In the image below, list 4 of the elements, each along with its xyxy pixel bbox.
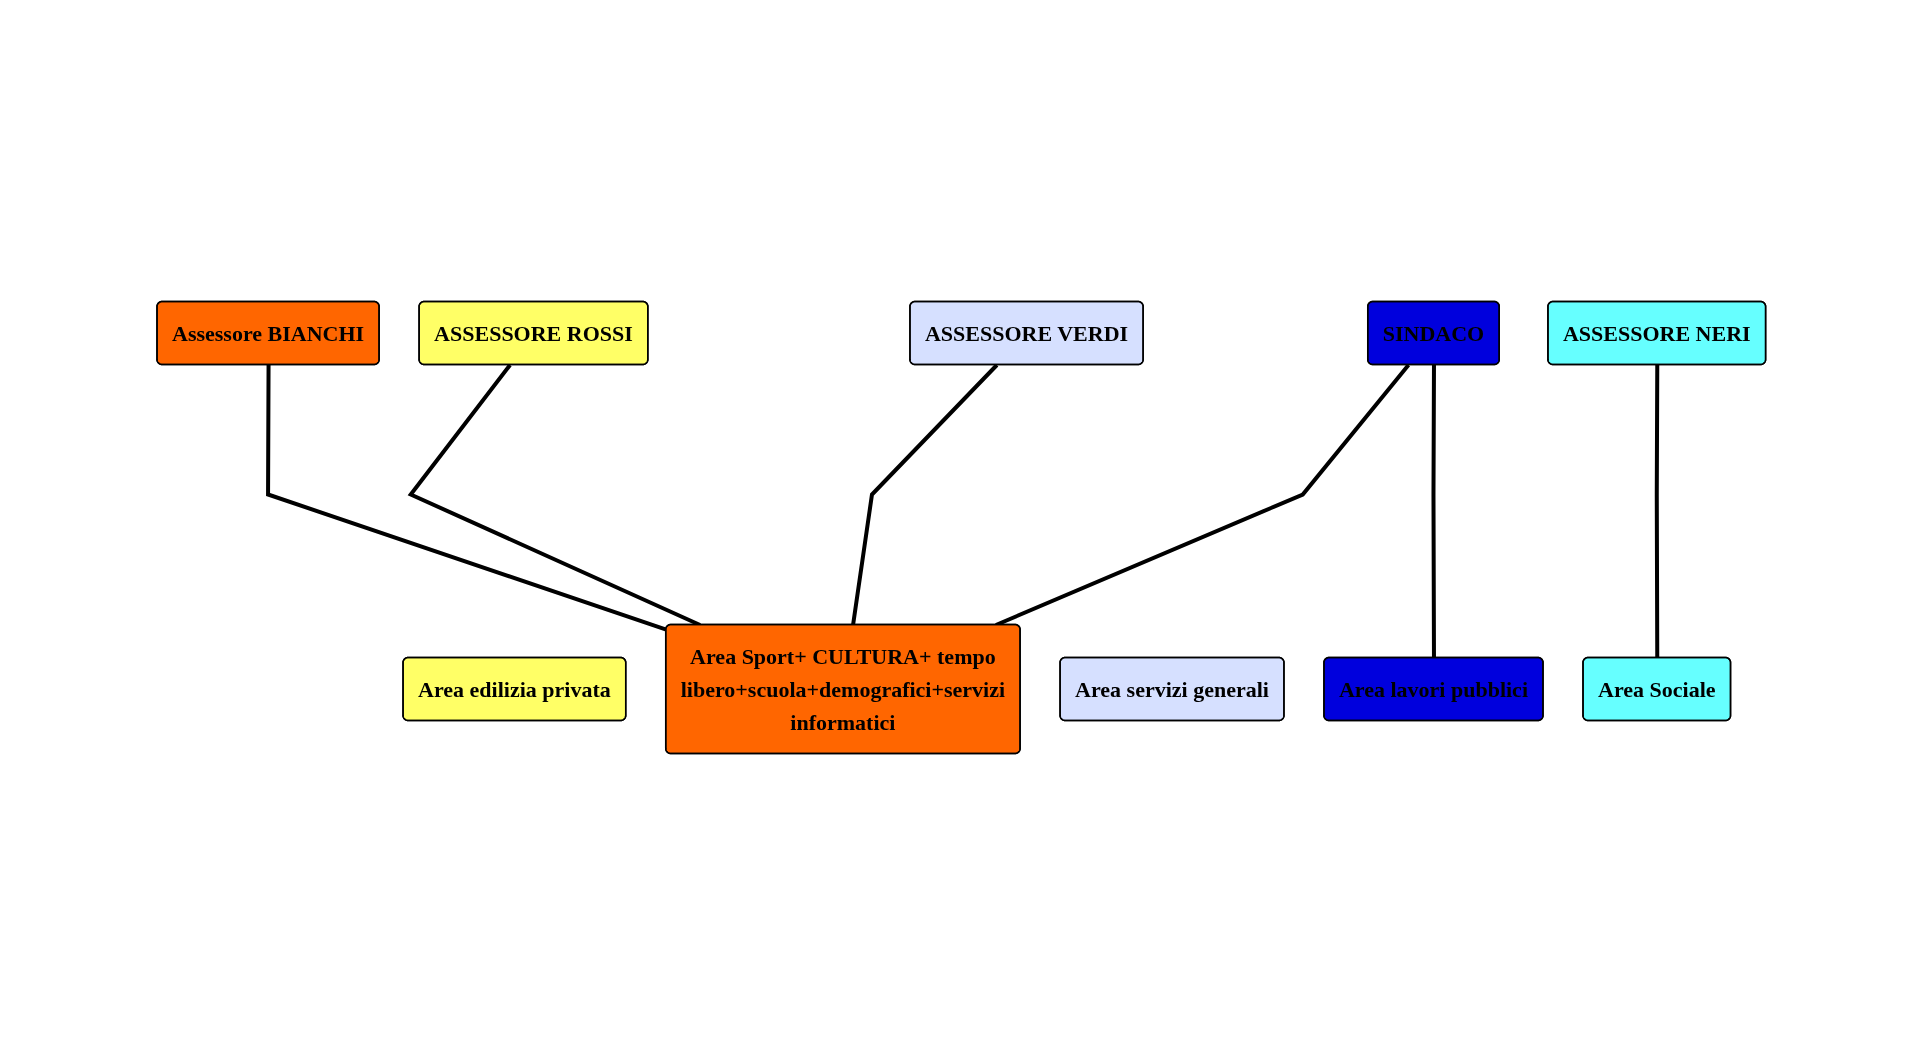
connector bbox=[1431, 365, 1437, 658]
connector bbox=[266, 365, 668, 632]
connector bbox=[851, 363, 999, 626]
connector bbox=[1654, 365, 1660, 658]
